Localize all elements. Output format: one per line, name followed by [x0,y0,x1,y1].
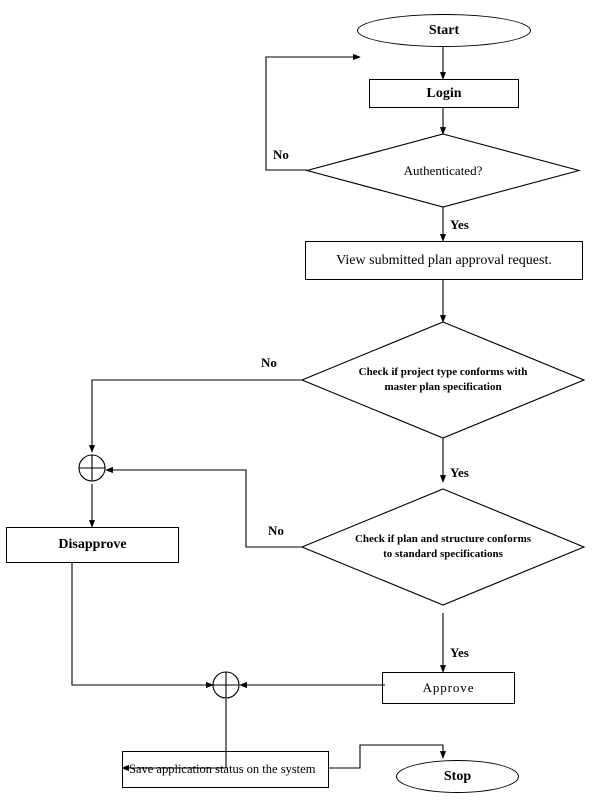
node-start-label: Start [428,22,460,38]
node-stop-label: Stop [443,768,472,784]
node-view-request[interactable]: View submitted plan approval request. [305,241,583,280]
node-login[interactable]: Login [369,79,519,108]
edge-label-plan-no: No [268,523,284,538]
node-disapprove-label: Disapprove [58,537,127,552]
edge-label-project-yes: Yes [450,465,469,480]
node-check-project-type-label: Check if project type conforms with mast… [358,366,528,393]
node-check-project-type[interactable]: Check if project type conforms with mast… [300,321,586,439]
edge-save-stop [329,744,447,769]
node-approve-label: Approve [422,680,475,695]
node-login-label: Login [426,85,462,101]
node-start[interactable]: Start [357,14,531,47]
edge-disapprove-junction2 [71,563,214,689]
node-save-status[interactable]: Save application status on the system [122,751,329,788]
edge-check2-no [105,466,302,548]
node-save-status-label: Save application status on the system [129,761,316,776]
node-view-request-label: View submitted plan approval request. [336,252,552,268]
node-disapprove[interactable]: Disapprove [6,527,179,563]
node-authenticated-label: Authenticated? [403,162,483,178]
node-check-plan-structure[interactable]: Check if plan and structure conforms to … [300,488,586,606]
node-stop[interactable]: Stop [396,760,519,793]
edge-label-plan-yes: Yes [450,645,469,660]
edge-auth-no [265,53,361,171]
edge-label-auth-no: No [273,147,289,162]
edge-check1-no [88,379,302,453]
node-approve[interactable]: Approve [382,672,515,704]
node-check-plan-structure-label: Check if plan and structure conforms to … [354,533,532,560]
edge-junction2-save [121,699,227,772]
node-authenticated[interactable]: Authenticated? [304,133,582,208]
edge-label-auth-yes: Yes [450,217,469,232]
edge-label-project-no: No [261,355,277,370]
